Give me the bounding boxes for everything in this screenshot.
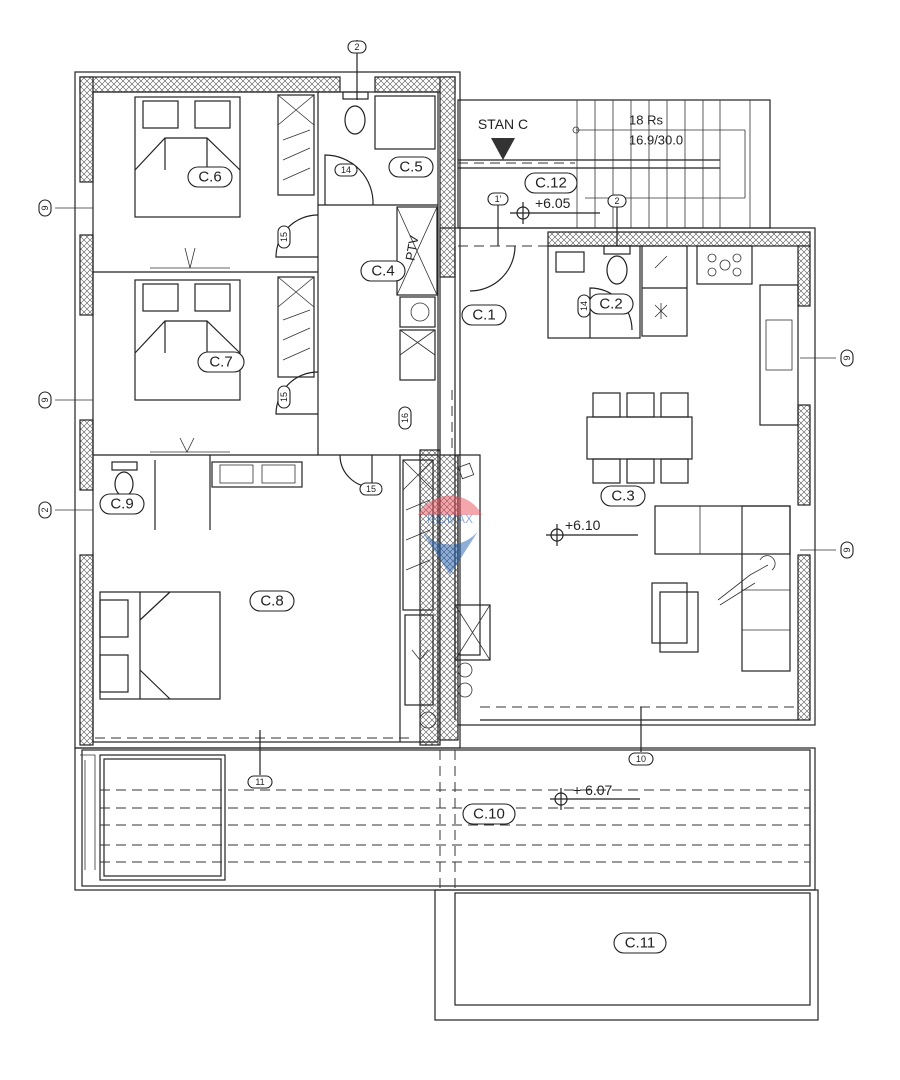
kitchen-fixtures <box>641 245 799 426</box>
room-label-c9: C.9 <box>99 493 145 515</box>
svg-text:C.7: C.7 <box>209 354 232 371</box>
stair-risers-label: 18 Rs <box>629 113 663 128</box>
room-label-c11: C.11 <box>613 932 667 954</box>
room-label-c7: C.7 <box>197 351 245 373</box>
svg-text:14: 14 <box>579 301 589 311</box>
remax-watermark-logo: RE/MAX <box>418 495 482 575</box>
svg-text:C.12: C.12 <box>535 175 567 192</box>
room-label-c1: C.1 <box>461 304 507 326</box>
svg-text:14: 14 <box>341 165 351 175</box>
bedroom-c7-furniture <box>134 276 319 453</box>
left-block-walls <box>74 71 461 749</box>
door-window-tags: 2 14 15 15 16 15 1' 2 14 10 11 9 9 2 9 9 <box>38 40 854 789</box>
unit-title: STAN C <box>478 116 528 132</box>
elevation-crosshair-icon <box>546 524 638 546</box>
tag: 15 <box>277 225 291 249</box>
elevation-entry: +6.05 <box>535 195 571 211</box>
watermark-text: RE/MAX <box>427 512 473 526</box>
tag-leaders <box>55 207 836 551</box>
elevation-living: +6.10 <box>565 517 601 533</box>
tag: 15 <box>277 385 291 409</box>
ptv-label: PTV <box>402 234 421 262</box>
right-block-walls <box>439 205 816 741</box>
svg-text:C.8: C.8 <box>260 593 283 610</box>
svg-text:16: 16 <box>400 413 410 423</box>
elevation-markers: +6.05 +6.10 + 6.07 <box>510 195 640 810</box>
elevation-crosshair-icon <box>510 202 600 224</box>
entrance-arrow-icon <box>491 138 515 160</box>
svg-text:C.9: C.9 <box>110 496 133 513</box>
elevation-crosshair-icon <box>550 788 640 810</box>
room-label-c5: C.5 <box>388 156 434 178</box>
tag: 15 <box>359 482 383 496</box>
room-label-c10: C.10 <box>462 803 516 825</box>
svg-text:C.10: C.10 <box>473 806 505 823</box>
svg-text:9: 9 <box>40 397 50 402</box>
tag: 9 <box>38 391 52 409</box>
room-label-c4: C.4 <box>360 260 406 282</box>
tag: 2 <box>607 194 627 208</box>
stair-ratio-label: 16.9/30.0 <box>629 133 683 148</box>
svg-text:11: 11 <box>255 777 264 787</box>
room-label-c6: C.6 <box>187 166 233 188</box>
balcony-c11 <box>434 889 819 1021</box>
room-label-c2: C.2 <box>588 293 634 315</box>
elevation-terrace: + 6.07 <box>573 782 613 798</box>
bedroom-c6-furniture <box>134 94 319 269</box>
svg-text:9: 9 <box>40 205 50 210</box>
tag: 2 <box>38 501 52 519</box>
room-label-c12: C.12 <box>524 172 578 194</box>
tag: 14 <box>577 294 591 318</box>
svg-text:1': 1' <box>495 194 502 204</box>
bedroom-c8-furniture <box>95 455 437 739</box>
svg-text:2: 2 <box>614 196 619 206</box>
svg-text:C.6: C.6 <box>198 169 221 186</box>
svg-text:15: 15 <box>279 392 289 402</box>
tag: 10 <box>628 752 654 766</box>
svg-text:15: 15 <box>366 484 376 494</box>
terrace-c10 <box>74 707 816 891</box>
svg-text:C.3: C.3 <box>611 488 634 505</box>
stairwell: 18 Rs 16.9/30.0 STAN C <box>457 99 771 229</box>
tag: 1' <box>487 192 509 206</box>
svg-text:15: 15 <box>279 232 289 242</box>
tag: 11 <box>247 775 273 789</box>
tag: 16 <box>398 406 412 430</box>
tag: 14 <box>334 163 358 177</box>
tag: 9 <box>840 541 854 559</box>
svg-text:C.4: C.4 <box>371 263 394 280</box>
svg-text:10: 10 <box>636 754 646 764</box>
svg-text:9: 9 <box>842 547 852 552</box>
svg-text:C.5: C.5 <box>399 159 422 176</box>
svg-text:C.1: C.1 <box>472 307 495 324</box>
svg-text:C.2: C.2 <box>599 296 622 313</box>
hall-c4-fixtures: PTV <box>339 206 453 488</box>
svg-text:2: 2 <box>40 507 50 512</box>
tag: 9 <box>38 199 52 217</box>
room-labels: C.6 C.7 C.5 C.4 C.12 C.1 C.2 C.3 C.8 C.9… <box>99 156 667 954</box>
tag: 9 <box>840 349 854 367</box>
room-label-c3: C.3 <box>600 485 646 507</box>
bathroom-c5-fixtures <box>324 40 436 206</box>
svg-text:9: 9 <box>842 355 852 360</box>
living-furniture <box>454 392 791 698</box>
tag: 2 <box>347 40 367 54</box>
svg-text:C.11: C.11 <box>625 935 656 952</box>
room-label-c8: C.8 <box>249 590 295 612</box>
svg-text:2: 2 <box>354 42 359 52</box>
